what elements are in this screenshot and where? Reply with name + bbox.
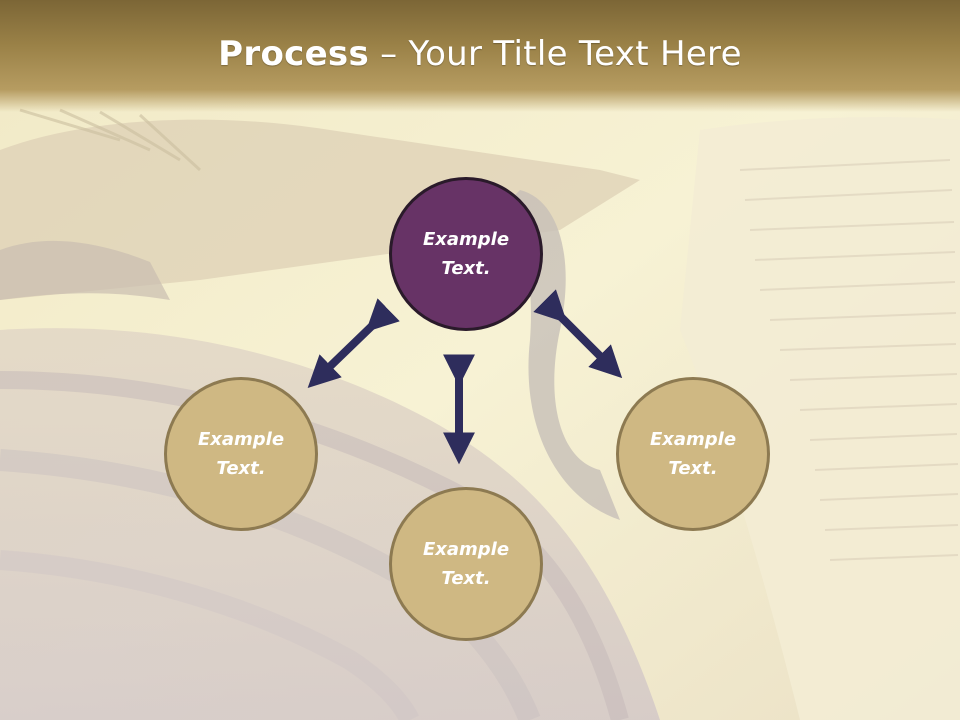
title-rest: – Your Title Text Here [369, 34, 742, 74]
node-left-label: Example Text. [197, 429, 285, 479]
node-right-label: Example Text. [649, 429, 737, 479]
node-top-label: Example Text. [422, 229, 510, 279]
node-top: Example Text. [389, 177, 543, 331]
node-bottom-label: Example Text. [422, 539, 510, 589]
slide-title: Process – Your Title Text Here [218, 34, 742, 74]
node-bottom: Example Text. [389, 487, 543, 641]
node-left: Example Text. [164, 377, 318, 531]
node-right: Example Text. [616, 377, 770, 531]
title-bar: Process – Your Title Text Here [0, 0, 960, 112]
title-bold: Process [218, 34, 370, 74]
